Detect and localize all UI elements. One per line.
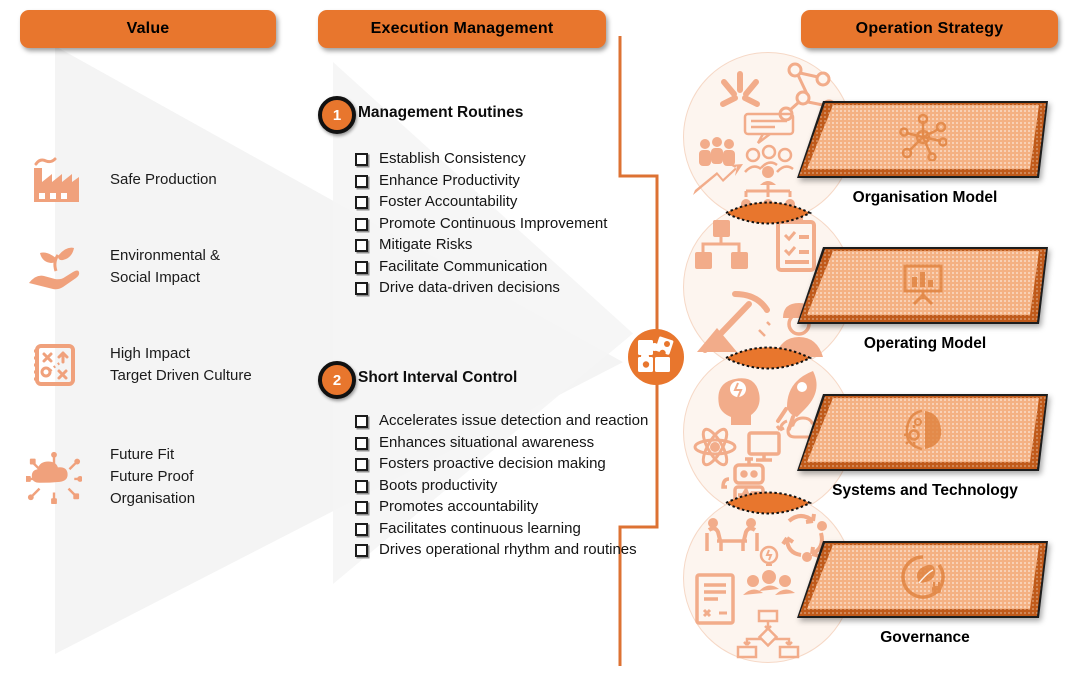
plate-label: Organisation Model <box>852 189 998 206</box>
checkbox-bullet-icon <box>355 153 368 166</box>
factory-icon <box>26 156 82 204</box>
section-number-badge: 1 <box>318 96 356 134</box>
people-outline-icon <box>744 144 794 173</box>
list-item: Fosters proactive decision making <box>353 453 653 475</box>
idea-head-icon <box>718 378 760 425</box>
operating-model-plate <box>797 247 1048 324</box>
checkbox-bullet-icon <box>355 458 368 471</box>
section-title: Management Routines <box>358 104 524 121</box>
value-row-high-impact: High Impact Target Driven Culture <box>26 341 252 389</box>
governance-doodles <box>695 513 827 659</box>
checkbox-bullet-icon <box>355 501 368 514</box>
cloud-network-icon <box>26 449 82 505</box>
checkbox-bullet-icon <box>355 196 368 209</box>
value-item-label: Environmental & <box>110 247 221 264</box>
ai-brain-icon <box>898 407 948 453</box>
org-network-icon <box>899 113 947 161</box>
policy-document-icon <box>695 573 735 625</box>
pickaxe-icon <box>697 291 771 353</box>
strategy-plan-icon <box>26 341 82 389</box>
people-growth-arrow-icon <box>693 137 743 195</box>
meeting-table-icon <box>705 518 759 551</box>
section-number: 2 <box>332 371 342 389</box>
list-item: Promote Continuous Improvement <box>353 213 653 235</box>
checkbox-bullet-icon <box>355 415 368 428</box>
value-item-label: Target Driven Culture <box>110 367 252 384</box>
section-number: 1 <box>332 106 342 124</box>
plate-label: Governance <box>880 629 970 646</box>
list-item: Mitigate Risks <box>353 234 653 256</box>
execution-header-label: Execution Management <box>370 20 554 37</box>
value-item-label: Social Impact <box>110 269 201 286</box>
checkbox-bullet-icon <box>355 239 368 252</box>
list-item: Facilitates continuous learning <box>353 518 653 540</box>
list-item: Promotes accountability <box>353 496 653 518</box>
value-item-label: High Impact <box>110 345 191 362</box>
linked-cubes-icon <box>695 220 748 269</box>
presentation-chart-icon <box>899 259 947 307</box>
plate-label: Systems and Technology <box>832 482 1018 499</box>
systems-technology-plate <box>797 394 1048 471</box>
checkbox-bullet-icon <box>355 522 368 536</box>
flowchart-icon <box>736 609 800 659</box>
list-item: Boots productivity <box>353 475 653 497</box>
value-row-environmental: Environmental & Social Impact <box>26 243 220 291</box>
value-row-safe-production: Safe Production <box>26 156 217 204</box>
value-item-label: Future Proof <box>110 468 194 485</box>
list-item: Drives operational rhythm and routines <box>353 539 653 561</box>
checkbox-bullet-icon <box>355 544 368 557</box>
list-item: Drive data-driven decisions <box>353 277 653 299</box>
checkbox-bullet-icon <box>355 217 368 231</box>
operating-doodles <box>695 215 823 357</box>
checkbox-bullet-icon <box>355 479 368 493</box>
value-header: Value <box>20 10 276 48</box>
strategy-header-label: Operation Strategy <box>855 20 1004 37</box>
checkbox-bullet-icon <box>355 260 368 274</box>
section-title: Short Interval Control <box>358 369 518 386</box>
value-item-label: Future Fit <box>110 446 175 463</box>
operation-strategy-header: Operation Strategy <box>801 10 1058 48</box>
list-item: Accelerates issue detection and reaction <box>353 410 653 432</box>
hands-team-icon <box>720 71 760 107</box>
team-idea-icon <box>743 545 795 595</box>
list-item: Foster Accountability <box>353 191 653 213</box>
execution-management-header: Execution Management <box>318 10 606 48</box>
governance-plate <box>797 541 1048 618</box>
speech-bubble-icon <box>743 112 795 144</box>
cycle-arrows-icon <box>781 513 827 562</box>
value-header-label: Value <box>126 20 170 37</box>
list-item: Enhance Productivity <box>353 170 653 192</box>
organisation-model-plate <box>797 101 1048 178</box>
puzzle-icon <box>628 329 684 385</box>
management-routines-list: Establish Consistency Enhance Productivi… <box>353 148 653 299</box>
value-row-future-fit: Future Fit Future Proof Organisation <box>26 444 195 510</box>
plate-label: Operating Model <box>863 335 987 352</box>
hand-plant-icon <box>26 243 82 291</box>
circle-overlap-lens <box>723 201 813 225</box>
list-item: Enhances situational awareness <box>353 432 653 454</box>
circle-overlap-lens <box>723 491 813 515</box>
atom-icon <box>693 427 737 467</box>
monitor-icon <box>747 431 781 462</box>
circle-overlap-lens <box>723 346 813 370</box>
eco-circle-icon <box>899 553 947 601</box>
checkbox-bullet-icon <box>355 282 368 295</box>
list-item: Facilitate Communication <box>353 256 653 278</box>
short-interval-control-list: Accelerates issue detection and reaction… <box>353 410 653 561</box>
value-item-label: Organisation <box>110 490 196 507</box>
value-item-label: Safe Production <box>110 171 217 188</box>
checkbox-bullet-icon <box>355 174 368 188</box>
checkbox-bullet-icon <box>355 436 368 450</box>
section-number-badge: 2 <box>318 361 356 399</box>
list-item: Establish Consistency <box>353 148 653 170</box>
